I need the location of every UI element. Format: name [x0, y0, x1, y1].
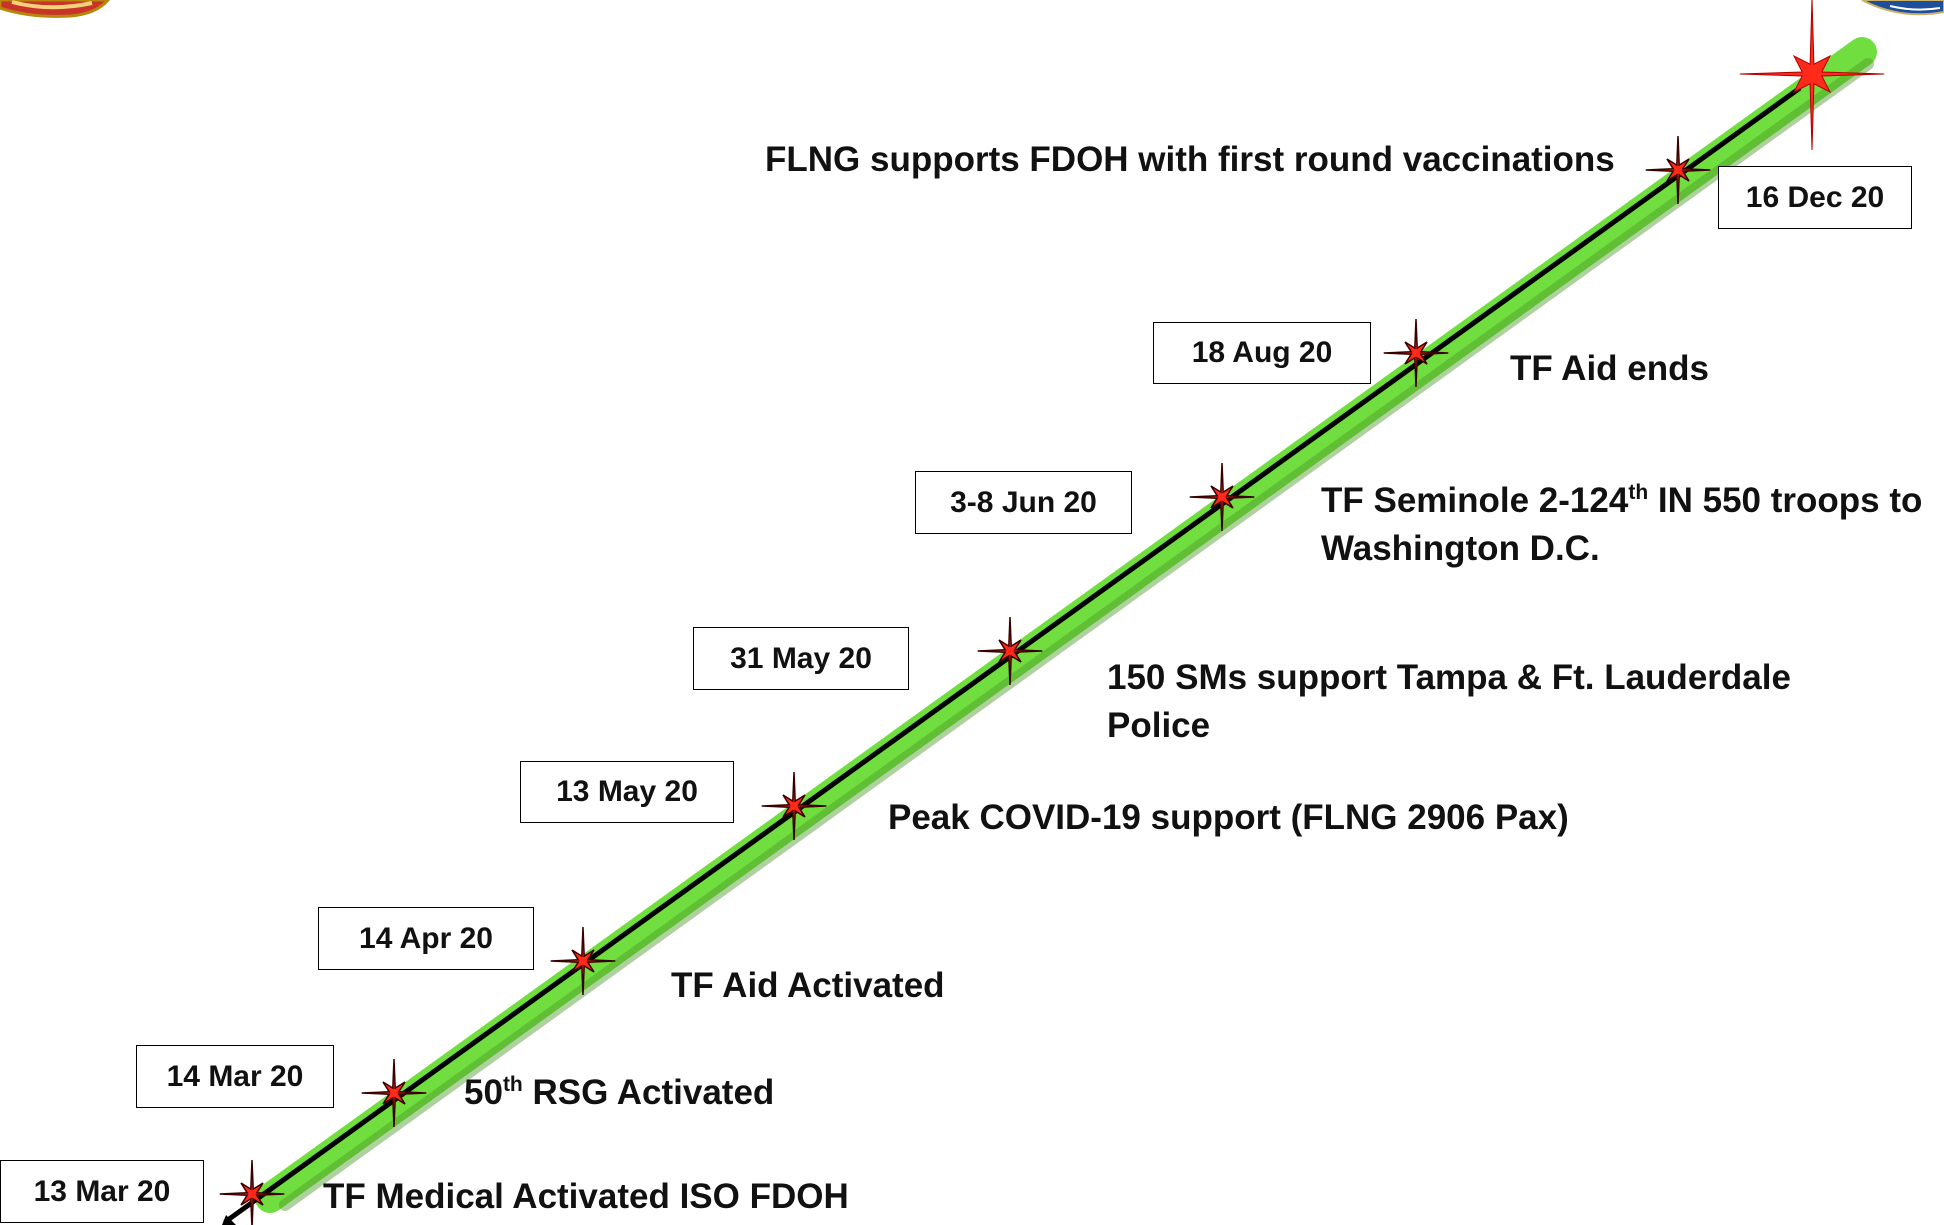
date-box-14-apr: 14 Apr 20 — [318, 907, 534, 970]
date-text: 14 Apr 20 — [359, 921, 493, 955]
timeline-band — [255, 37, 1877, 1213]
star-marker-icon — [550, 926, 616, 996]
event-label-150-sms: 150 SMs support Tampa & Ft. Lauderdale P… — [1107, 658, 1791, 745]
event-label-tf-aid-activated: TF Aid Activated — [671, 966, 945, 1005]
star-marker-icon — [761, 771, 827, 841]
date-text: 13 Mar 20 — [33, 1174, 171, 1208]
star-marker-icon — [1189, 462, 1255, 532]
star-marker-icon — [1645, 135, 1711, 205]
arrow-head-icon — [222, 1215, 236, 1225]
left-seal-logo — [0, 0, 110, 18]
date-box-16-dec: 16 Dec 20 — [1718, 166, 1912, 229]
date-box-13-mar: 13 Mar 20 — [0, 1160, 204, 1223]
star-marker-icon — [361, 1058, 427, 1128]
date-text: 13 May 20 — [556, 775, 698, 808]
date-text: 18 Aug 20 — [1191, 336, 1333, 369]
date-box-3-8-jun: 3-8 Jun 20 — [915, 471, 1132, 534]
timeline-band-shade — [279, 58, 1874, 1211]
event-label-tf-medical: TF Medical Activated ISO FDOH — [323, 1177, 849, 1216]
large-star-icon — [1739, 0, 1885, 151]
right-seal-logo — [1861, 0, 1944, 16]
date-box-13-may: 13 May 20 — [520, 761, 734, 823]
date-box-31-may: 31 May 20 — [693, 627, 909, 690]
date-box-14-mar: 14 Mar 20 — [136, 1045, 334, 1108]
event-label-tf-seminole: TF Seminole 2-124th IN 550 troops to Was… — [1321, 481, 1923, 568]
date-text: 14 Mar 20 — [166, 1059, 304, 1093]
star-marker-icon — [219, 1159, 285, 1225]
star-marker-icon — [1383, 318, 1449, 388]
date-text: 3-8 Jun 20 — [950, 485, 1097, 519]
date-text: 16 Dec 20 — [1745, 180, 1885, 214]
event-label-flng-vaccinations: FLNG supports FDOH with first round vacc… — [765, 140, 1615, 179]
star-marker-icon — [977, 616, 1043, 686]
event-label-50th-rsg: 50th RSG Activated — [464, 1073, 775, 1112]
event-label-peak-covid: Peak COVID-19 support (FLNG 2906 Pax) — [888, 798, 1569, 837]
event-label-tf-aid-ends: TF Aid ends — [1510, 349, 1709, 388]
date-text: 31 May 20 — [730, 641, 872, 675]
date-box-18-aug: 18 Aug 20 — [1153, 322, 1371, 384]
